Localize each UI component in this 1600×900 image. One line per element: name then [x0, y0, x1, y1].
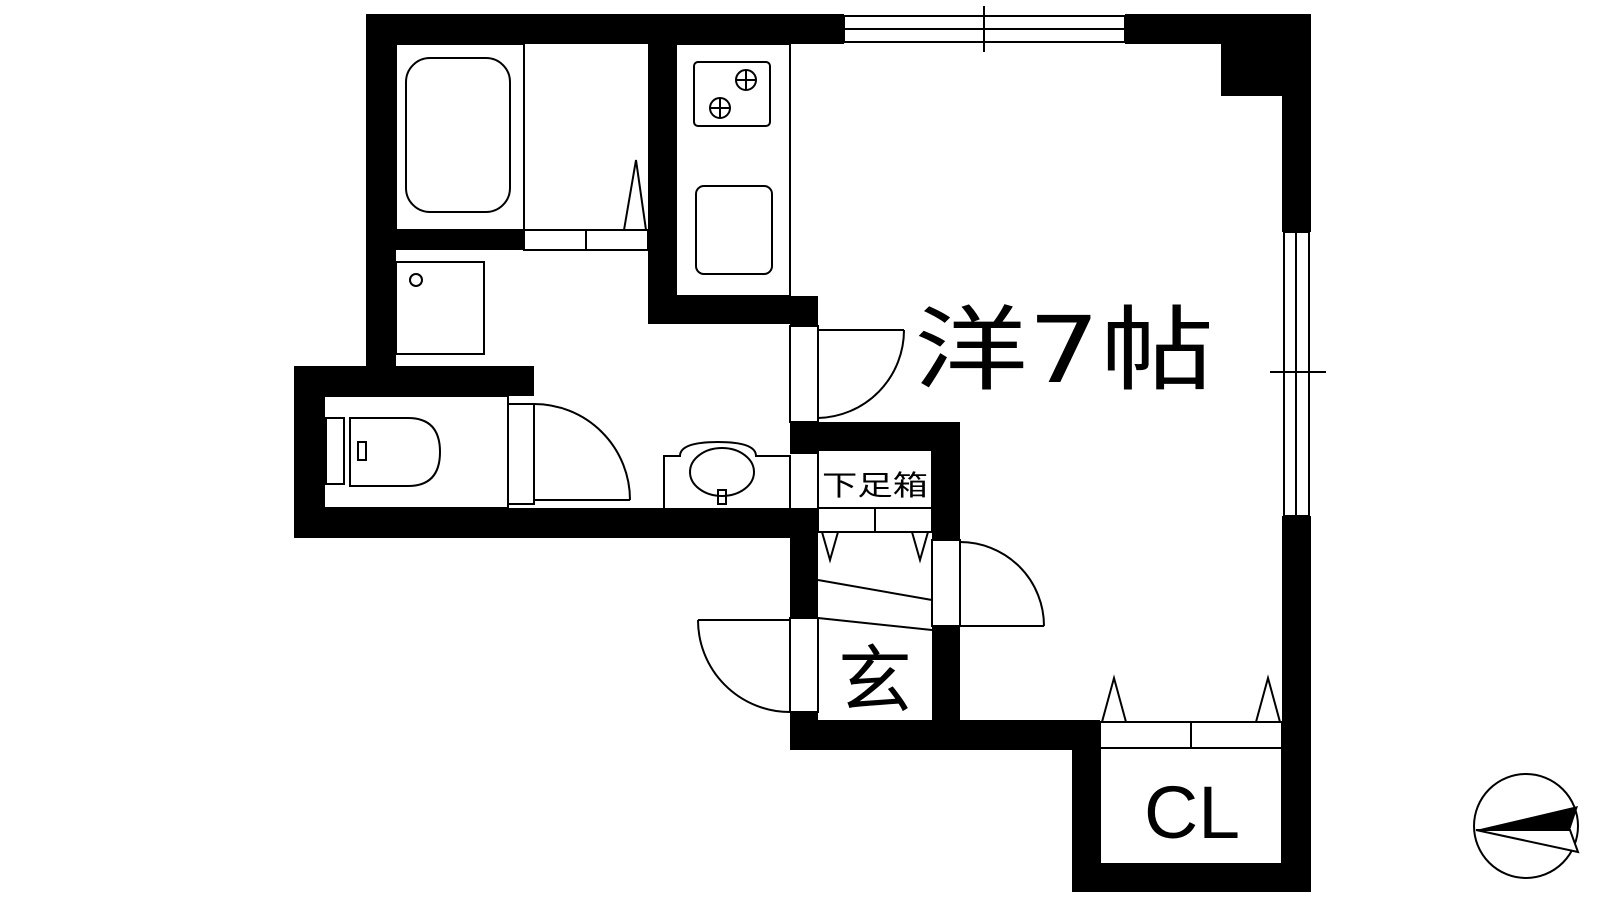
bath-door [523, 159, 649, 251]
front-door [697, 617, 819, 713]
washbasin [663, 440, 791, 508]
bathtub [395, 43, 525, 231]
toilet-door [507, 403, 631, 505]
shoe-cabinet-label: 下足箱 [822, 469, 928, 502]
shoe-cabinet [817, 449, 933, 564]
window-right [1270, 231, 1326, 517]
entrance-step [817, 579, 933, 631]
kitchen-counter [675, 43, 791, 297]
window-top [843, 6, 1126, 52]
two-burner-stove [693, 61, 771, 127]
entrance-label: 玄 [838, 638, 912, 724]
room-label-western: 洋7帖 [914, 297, 1214, 404]
entrance-inner-door [931, 539, 1045, 627]
closet-interior [1099, 747, 1283, 865]
closet-label: CL [1144, 771, 1240, 854]
closet-doors [1099, 674, 1283, 749]
kitchen-sink [695, 185, 773, 275]
room-door [789, 325, 905, 423]
toilet [323, 395, 509, 509]
compass-north-arrow [1473, 773, 1580, 879]
walls [294, 14, 1311, 892]
washing-machine-pan [395, 261, 485, 355]
